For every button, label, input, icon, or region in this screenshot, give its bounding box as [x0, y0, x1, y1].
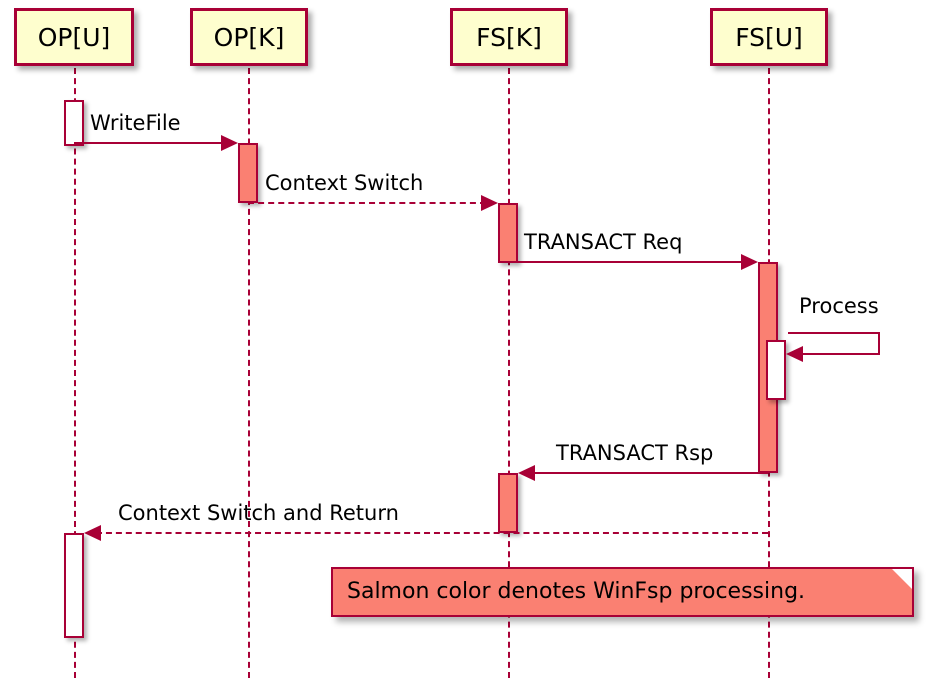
activation-op-k-1: [238, 143, 258, 203]
participant-label: FS[U]: [735, 22, 803, 52]
activation-fs-k-1: [498, 203, 518, 263]
participant-fs-u[interactable]: FS[U]: [710, 8, 828, 66]
message-label-context-switch: Context Switch: [265, 171, 424, 195]
participant-label: FS[K]: [476, 22, 542, 52]
message-line-process-bottom: [800, 353, 880, 355]
participant-fs-k[interactable]: FS[K]: [450, 8, 568, 66]
arrow-head-transact-rsp: [518, 465, 535, 481]
message-line-transact-rsp: [530, 472, 768, 474]
participant-label: OP[U]: [37, 22, 111, 52]
message-line-transact-req: [508, 261, 746, 263]
message-label-writefile: WriteFile: [90, 111, 181, 135]
activation-op-u-1: [64, 100, 84, 146]
message-line-context-switch-return: [96, 532, 768, 534]
activation-op-u-2: [64, 533, 84, 638]
participant-op-u[interactable]: OP[U]: [14, 8, 134, 66]
activation-fs-u-2-nested: [766, 340, 786, 400]
arrow-head-writefile: [221, 135, 238, 151]
message-label-transact-rsp: TRANSACT Rsp: [556, 441, 714, 465]
activation-fs-k-2: [498, 473, 518, 533]
message-line-context-switch: [248, 202, 486, 204]
participant-label: OP[K]: [213, 22, 285, 52]
arrow-head-context-switch: [481, 195, 498, 211]
lifeline-op-u: [74, 68, 76, 678]
message-label-process: Process: [799, 294, 879, 318]
lifeline-op-k: [248, 68, 250, 678]
message-line-process-top: [788, 332, 880, 334]
message-line-writefile: [74, 142, 226, 144]
message-label-context-switch-return: Context Switch and Return: [118, 501, 399, 525]
message-label-transact-req: TRANSACT Req: [524, 230, 683, 254]
arrow-head-transact-req: [741, 254, 758, 270]
note-salmon-legend: Salmon color denotes WinFsp processing.: [331, 567, 914, 617]
lifeline-fs-k: [508, 68, 510, 678]
note-fold-corner: [892, 569, 912, 589]
arrow-head-context-switch-return: [84, 525, 101, 541]
note-text: Salmon color denotes WinFsp processing.: [347, 579, 806, 604]
arrow-head-process: [786, 346, 803, 362]
message-line-process-right: [878, 332, 880, 354]
participant-op-k[interactable]: OP[K]: [190, 8, 308, 66]
